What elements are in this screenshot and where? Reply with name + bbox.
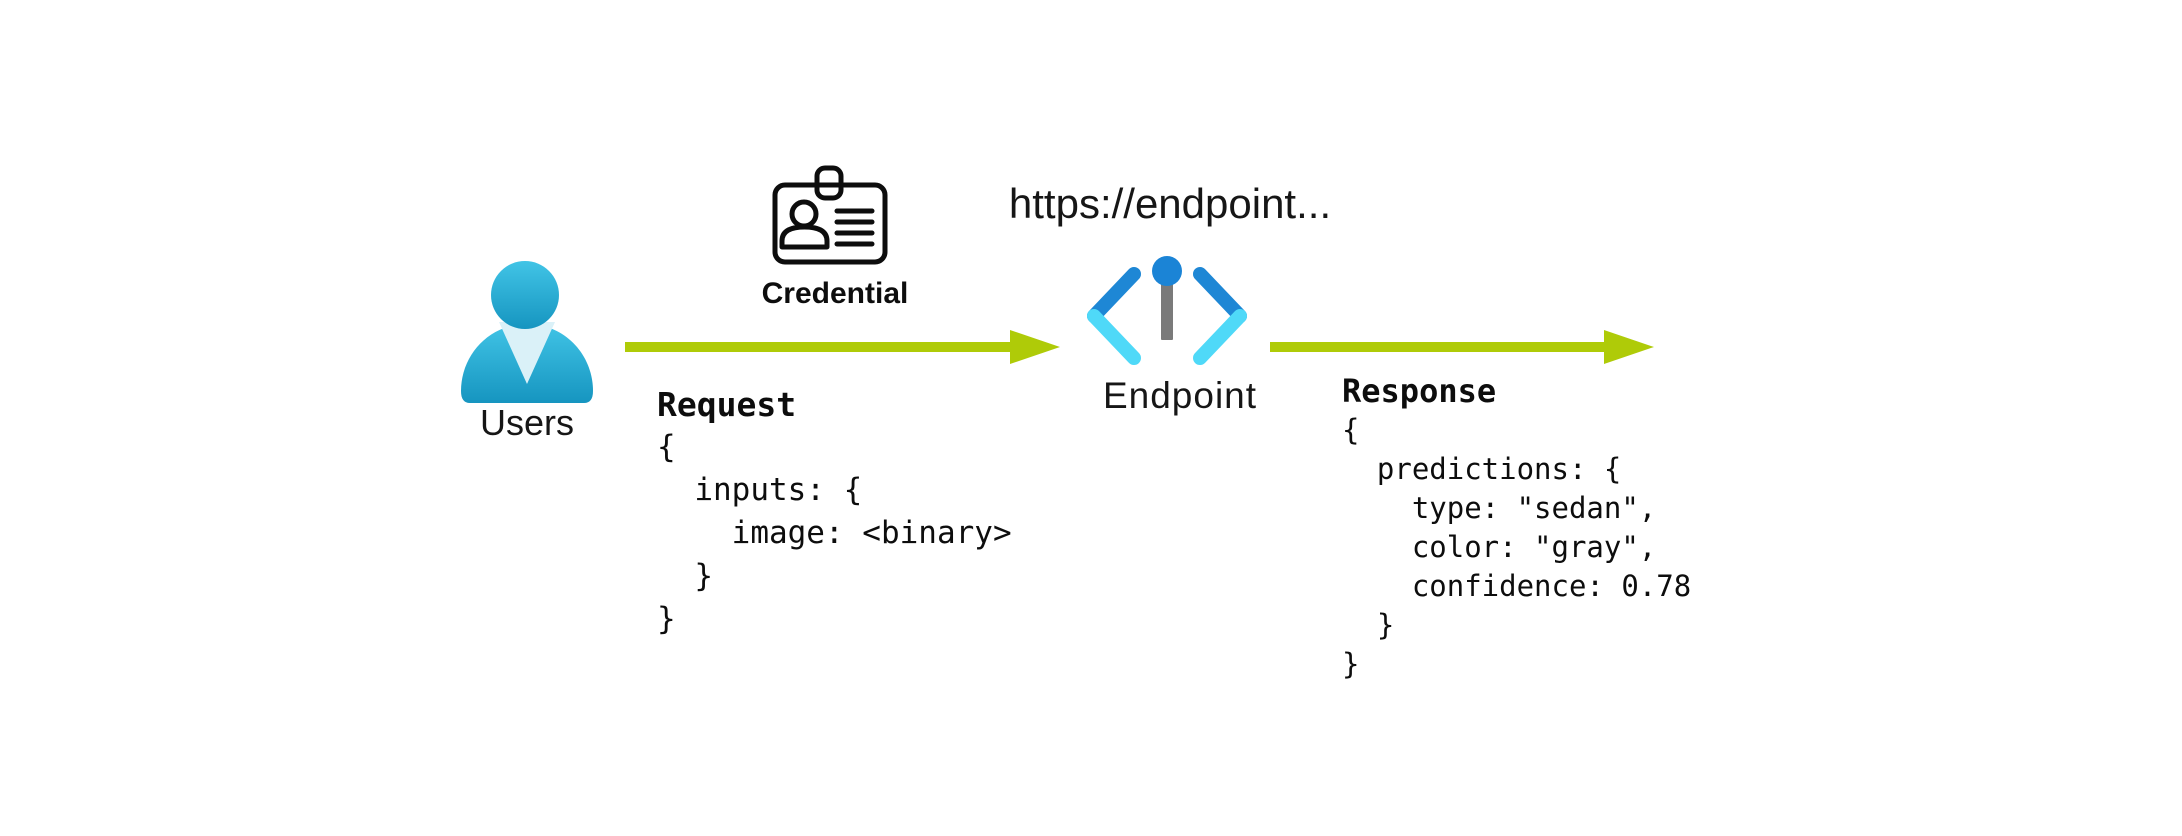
- request-code-line: image: <binary>: [657, 515, 1012, 551]
- response-code-line: {: [1342, 413, 1360, 447]
- response-code-line: predictions: {: [1342, 452, 1622, 486]
- endpoint-icon: [1087, 256, 1247, 365]
- request-title: Request: [657, 385, 797, 424]
- credential-label: Credential: [761, 277, 909, 310]
- request-code-line: {: [657, 429, 676, 465]
- request-code-line: inputs: {: [657, 472, 863, 508]
- response-code-line: confidence: 0.78: [1342, 569, 1692, 603]
- response-arrow-icon: [1270, 330, 1654, 364]
- response-code-line: }: [1342, 647, 1360, 681]
- response-code-line: }: [1342, 608, 1395, 642]
- request-code-line: }: [657, 601, 676, 637]
- request-arrow-icon: [625, 330, 1060, 364]
- response-code-line: color: "gray",: [1342, 530, 1657, 564]
- users-label: Users: [479, 402, 574, 443]
- response-code-line: type: "sedan",: [1342, 491, 1657, 525]
- endpoint-url-label: https://endpoint...: [1008, 180, 1332, 227]
- request-block: Request { inputs: { image: <binary> } }: [657, 383, 1012, 641]
- request-code-line: }: [657, 558, 713, 594]
- response-title: Response: [1342, 372, 1497, 410]
- endpoint-label: Endpoint: [1102, 375, 1258, 416]
- response-block: Response { predictions: { type: "sedan",…: [1342, 372, 1691, 684]
- credential-badge-icon: [772, 165, 888, 265]
- users-icon: [461, 261, 593, 403]
